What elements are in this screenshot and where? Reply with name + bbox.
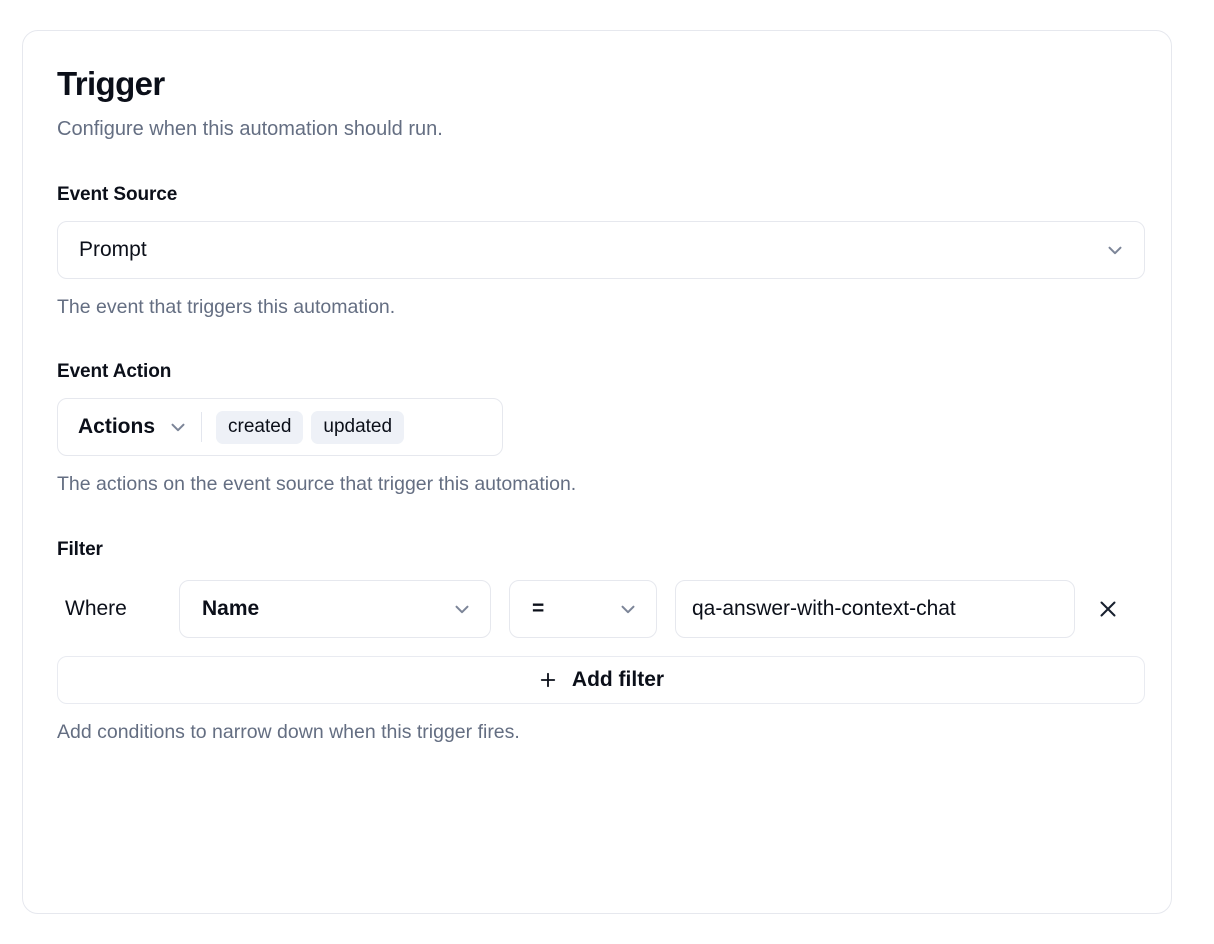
add-filter-button[interactable]: Add filter bbox=[57, 655, 1145, 704]
filter-field-value: Name bbox=[202, 596, 260, 620]
filter-label: Filter bbox=[57, 538, 103, 560]
filter-help-text: Add conditions to narrow down when this … bbox=[57, 720, 520, 743]
chevron-down-icon bbox=[617, 598, 639, 620]
event-action-dropdown-label: Actions bbox=[78, 415, 156, 439]
event-action-chip-updated[interactable]: updated bbox=[311, 410, 405, 444]
filter-operator-select[interactable]: = bbox=[509, 579, 657, 638]
chevron-down-icon bbox=[1104, 239, 1126, 261]
event-source-help-text: The event that triggers this automation. bbox=[57, 295, 396, 318]
filter-operator-value: = bbox=[532, 596, 545, 620]
add-filter-label: Add filter bbox=[571, 667, 665, 691]
event-source-select[interactable]: Prompt bbox=[57, 220, 1145, 279]
event-action-help-text: The actions on the event source that tri… bbox=[57, 473, 577, 496]
event-action-field: Event Action Actions created updated The… bbox=[57, 361, 1137, 496]
event-source-label: Event Source bbox=[57, 183, 178, 205]
card-subtitle: Configure when this automation should ru… bbox=[57, 117, 443, 140]
event-source-field: Event Source Prompt The event that trigg… bbox=[57, 183, 1145, 319]
event-action-label: Event Action bbox=[57, 361, 172, 383]
close-icon bbox=[1096, 597, 1120, 621]
event-action-multiselect[interactable]: Actions created updated bbox=[57, 398, 503, 457]
remove-filter-button[interactable] bbox=[1091, 592, 1125, 626]
chevron-down-icon bbox=[451, 598, 473, 620]
filter-where-label: Where bbox=[65, 596, 127, 620]
filter-field-select[interactable]: Name bbox=[179, 579, 491, 638]
filter-row: Where Name = bbox=[57, 579, 1137, 638]
plus-icon bbox=[538, 670, 558, 690]
filter-field: Filter Where Name = bbox=[57, 538, 1145, 744]
filter-value-input[interactable]: qa-answer-with-context-chat bbox=[675, 579, 1075, 638]
vertical-divider bbox=[201, 412, 203, 443]
chevron-down-icon bbox=[167, 416, 189, 438]
page-title: Trigger bbox=[57, 65, 165, 102]
event-source-selected-value: Prompt bbox=[79, 237, 147, 261]
event-action-chip-created[interactable]: created bbox=[216, 410, 304, 444]
trigger-card: Trigger Configure when this automation s… bbox=[22, 30, 1172, 914]
